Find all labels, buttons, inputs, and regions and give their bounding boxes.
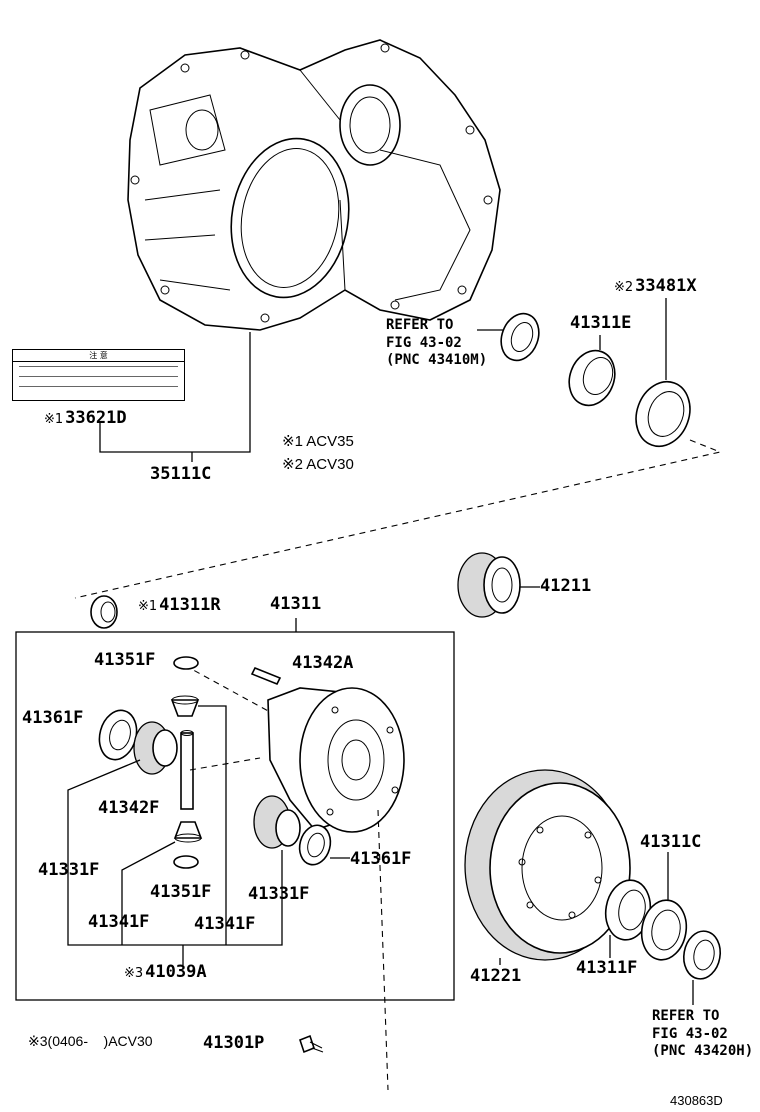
oil-seal-bottom-drawing	[682, 930, 722, 980]
label-41221: 41221	[470, 966, 522, 986]
side-gear-right-drawing	[253, 795, 301, 849]
pinion-gear-bottom-drawing	[173, 821, 203, 843]
pinion-gear-top-drawing	[170, 695, 200, 717]
label-41351f-bottom: 41351F	[150, 882, 212, 902]
label-41311f: 41311F	[576, 958, 638, 978]
label-41361f-left: 41361F	[22, 708, 84, 728]
bearing-41311r-drawing	[90, 595, 118, 629]
transaxle-housing-drawing	[127, 39, 501, 331]
differential-case-drawing	[267, 687, 405, 833]
bolt-41301p-drawing	[299, 1034, 324, 1054]
caution-label-drawing: 注 意	[12, 349, 185, 401]
figure-code: 430863D	[670, 1093, 723, 1108]
label-41211: 41211	[540, 576, 592, 596]
pin-41342a-drawing	[250, 666, 282, 686]
refer-note-top: REFER TO FIG 43-02 (PNC 43410M)	[386, 317, 488, 368]
label-41361f-right: 41361F	[350, 849, 412, 869]
caution-label-header: 注 意	[13, 350, 184, 362]
label-41341f-right: 41341F	[194, 914, 256, 934]
label-41341f-left: 41341F	[88, 912, 150, 932]
label-41331f-right: 41331F	[248, 884, 310, 904]
oil-seal-top-drawing	[500, 312, 540, 362]
shim-41311c-drawing	[640, 899, 688, 961]
washer-41361f-right-drawing	[298, 824, 332, 866]
side-gear-left-drawing	[133, 721, 178, 775]
label-41351f-top: 41351F	[94, 650, 156, 670]
bearing-41211-drawing	[457, 552, 521, 618]
washer-41351f-bottom-drawing	[173, 855, 199, 869]
note-acv30: ※2 ACV30	[282, 456, 354, 473]
shim-33481x-drawing	[635, 380, 691, 448]
label-41311e: 41311E	[570, 313, 632, 333]
refer-note-bottom: REFER TO FIG 43-02 (PNC 43420H)	[652, 1008, 754, 1059]
label-41301p: 41301P	[203, 1033, 265, 1053]
label-41342f: 41342F	[98, 798, 160, 818]
differential-group-box	[15, 631, 455, 1001]
label-41342a: 41342A	[292, 653, 354, 673]
label-41311: 41311	[270, 594, 322, 614]
note-acv30-date: ※3(0406- )ACV30	[28, 1033, 153, 1049]
note-acv35: ※1 ACV35	[282, 433, 354, 450]
bearing-41311e-drawing	[568, 349, 616, 407]
shaft-41342f-drawing	[180, 732, 194, 810]
label-41311c: 41311C	[640, 832, 702, 852]
label-35111c: 35111C	[150, 464, 212, 484]
washer-41351f-top-drawing	[173, 656, 199, 670]
washer-41361f-left-drawing	[98, 709, 138, 761]
label-41331f-left: 41331F	[38, 860, 100, 880]
ring-gear-41221-drawing	[464, 769, 631, 961]
